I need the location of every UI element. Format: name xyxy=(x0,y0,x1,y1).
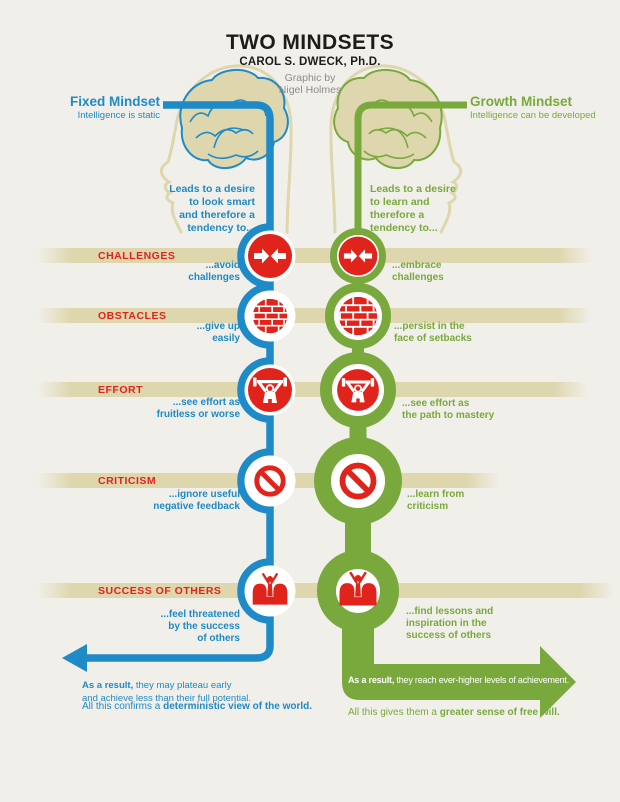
fixed-mindset-label: Fixed Mindset xyxy=(69,94,160,109)
growth-effort-marker xyxy=(320,352,396,428)
collision-arrows-icon xyxy=(248,234,292,278)
growth-item-effort: ...see effort as the path to mastery xyxy=(402,398,495,421)
collision-arrows-icon xyxy=(338,236,378,276)
fixed-effort-marker xyxy=(244,364,296,416)
growth-conclusion-prefix: All this gives them a xyxy=(348,707,440,718)
growth-challenges-marker xyxy=(330,228,386,284)
growth-success-marker xyxy=(317,550,399,632)
graphic-credit: Graphic by Nigel Holmes xyxy=(278,72,342,96)
fixed-mindset-header: Fixed Mindset Intelligence is static xyxy=(10,94,160,121)
fixed-criticism-marker xyxy=(244,455,296,507)
growth-item-success-of-others: ...find lessons and inspiration in the s… xyxy=(406,606,494,641)
weightlifter-icon xyxy=(246,366,294,414)
growth-result-arrow xyxy=(342,591,576,718)
fixed-result-lead: As a result, xyxy=(82,680,134,691)
category-label-challenges: CHALLENGES xyxy=(98,250,176,262)
fixed-challenges-marker xyxy=(244,230,296,282)
growth-result-lead: As a result, xyxy=(348,675,395,685)
fixed-success-marker xyxy=(244,565,296,617)
growth-mindset-header: Growth Mindset Intelligence can be devel… xyxy=(470,94,620,121)
growth-criticism-marker xyxy=(314,437,402,525)
growth-conclusion-bold: greater sense of free will. xyxy=(439,707,560,718)
growth-mindset-label: Growth Mindset xyxy=(470,94,572,109)
weightlifter-icon xyxy=(335,367,381,413)
growth-item-obstacles: ...persist in the face of setbacks xyxy=(394,321,472,344)
category-label-success-of-others: SUCCESS OF OTHERS xyxy=(98,585,222,597)
fixed-item-effort: ...see effort as fruitless or worse xyxy=(156,397,240,420)
fixed-conclusion-bold: deterministic view of the world. xyxy=(163,701,313,712)
fixed-result-arrow xyxy=(62,644,87,672)
fixed-desire-text: Leads to a desire to look smart and ther… xyxy=(169,183,255,234)
fixed-item-obstacles: ...give up easily xyxy=(196,321,240,344)
challenges-band xyxy=(38,248,592,263)
fixed-conclusion-text: All this confirms a deterministic view o… xyxy=(82,701,362,712)
growth-item-criticism: ...learn from criticism xyxy=(407,489,465,512)
brick-wall-icon xyxy=(339,297,377,335)
fixed-item-challenges: ...avoid challenges xyxy=(188,260,240,283)
category-label-obstacles: OBSTACLES xyxy=(98,310,167,322)
effort-band xyxy=(38,382,588,397)
fixed-mindset-sublabel: Intelligence is static xyxy=(77,110,160,121)
growth-mindset-sublabel: Intelligence can be developed xyxy=(470,110,596,121)
growth-obstacles-marker xyxy=(325,283,391,349)
fixed-obstacles-marker xyxy=(244,290,296,342)
growth-item-challenges: ...embrace challenges xyxy=(392,260,444,283)
fixed-result-rest: they may plateau early and achieve less … xyxy=(82,680,251,704)
page-title: TWO MINDSETS xyxy=(225,31,395,54)
growth-desire-text: Leads to a desire to learn and therefore… xyxy=(370,183,456,234)
category-label-effort: EFFORT xyxy=(98,384,143,396)
growth-result-rest: they reach ever-higher levels of achieve… xyxy=(394,675,570,685)
fixed-item-success-of-others: ...feel threatened by the success of oth… xyxy=(160,609,240,644)
growth-result-text: As a result, they reach ever-higher leve… xyxy=(348,675,574,685)
growth-conclusion-text: All this gives them a greater sense of f… xyxy=(348,707,608,718)
fixed-result-text: As a result, they may plateau early and … xyxy=(82,666,312,705)
brick-wall-icon xyxy=(253,299,288,334)
author-name: CAROL S. DWECK, Ph.D. xyxy=(239,56,381,68)
fixed-mindset-line xyxy=(62,101,274,672)
obstacles-band xyxy=(38,308,592,323)
category-label-criticism: CRITICISM xyxy=(98,475,157,487)
fixed-item-criticism: ...ignore useful negative feedback xyxy=(153,489,240,512)
fixed-conclusion-prefix: All this confirms a xyxy=(82,701,164,712)
